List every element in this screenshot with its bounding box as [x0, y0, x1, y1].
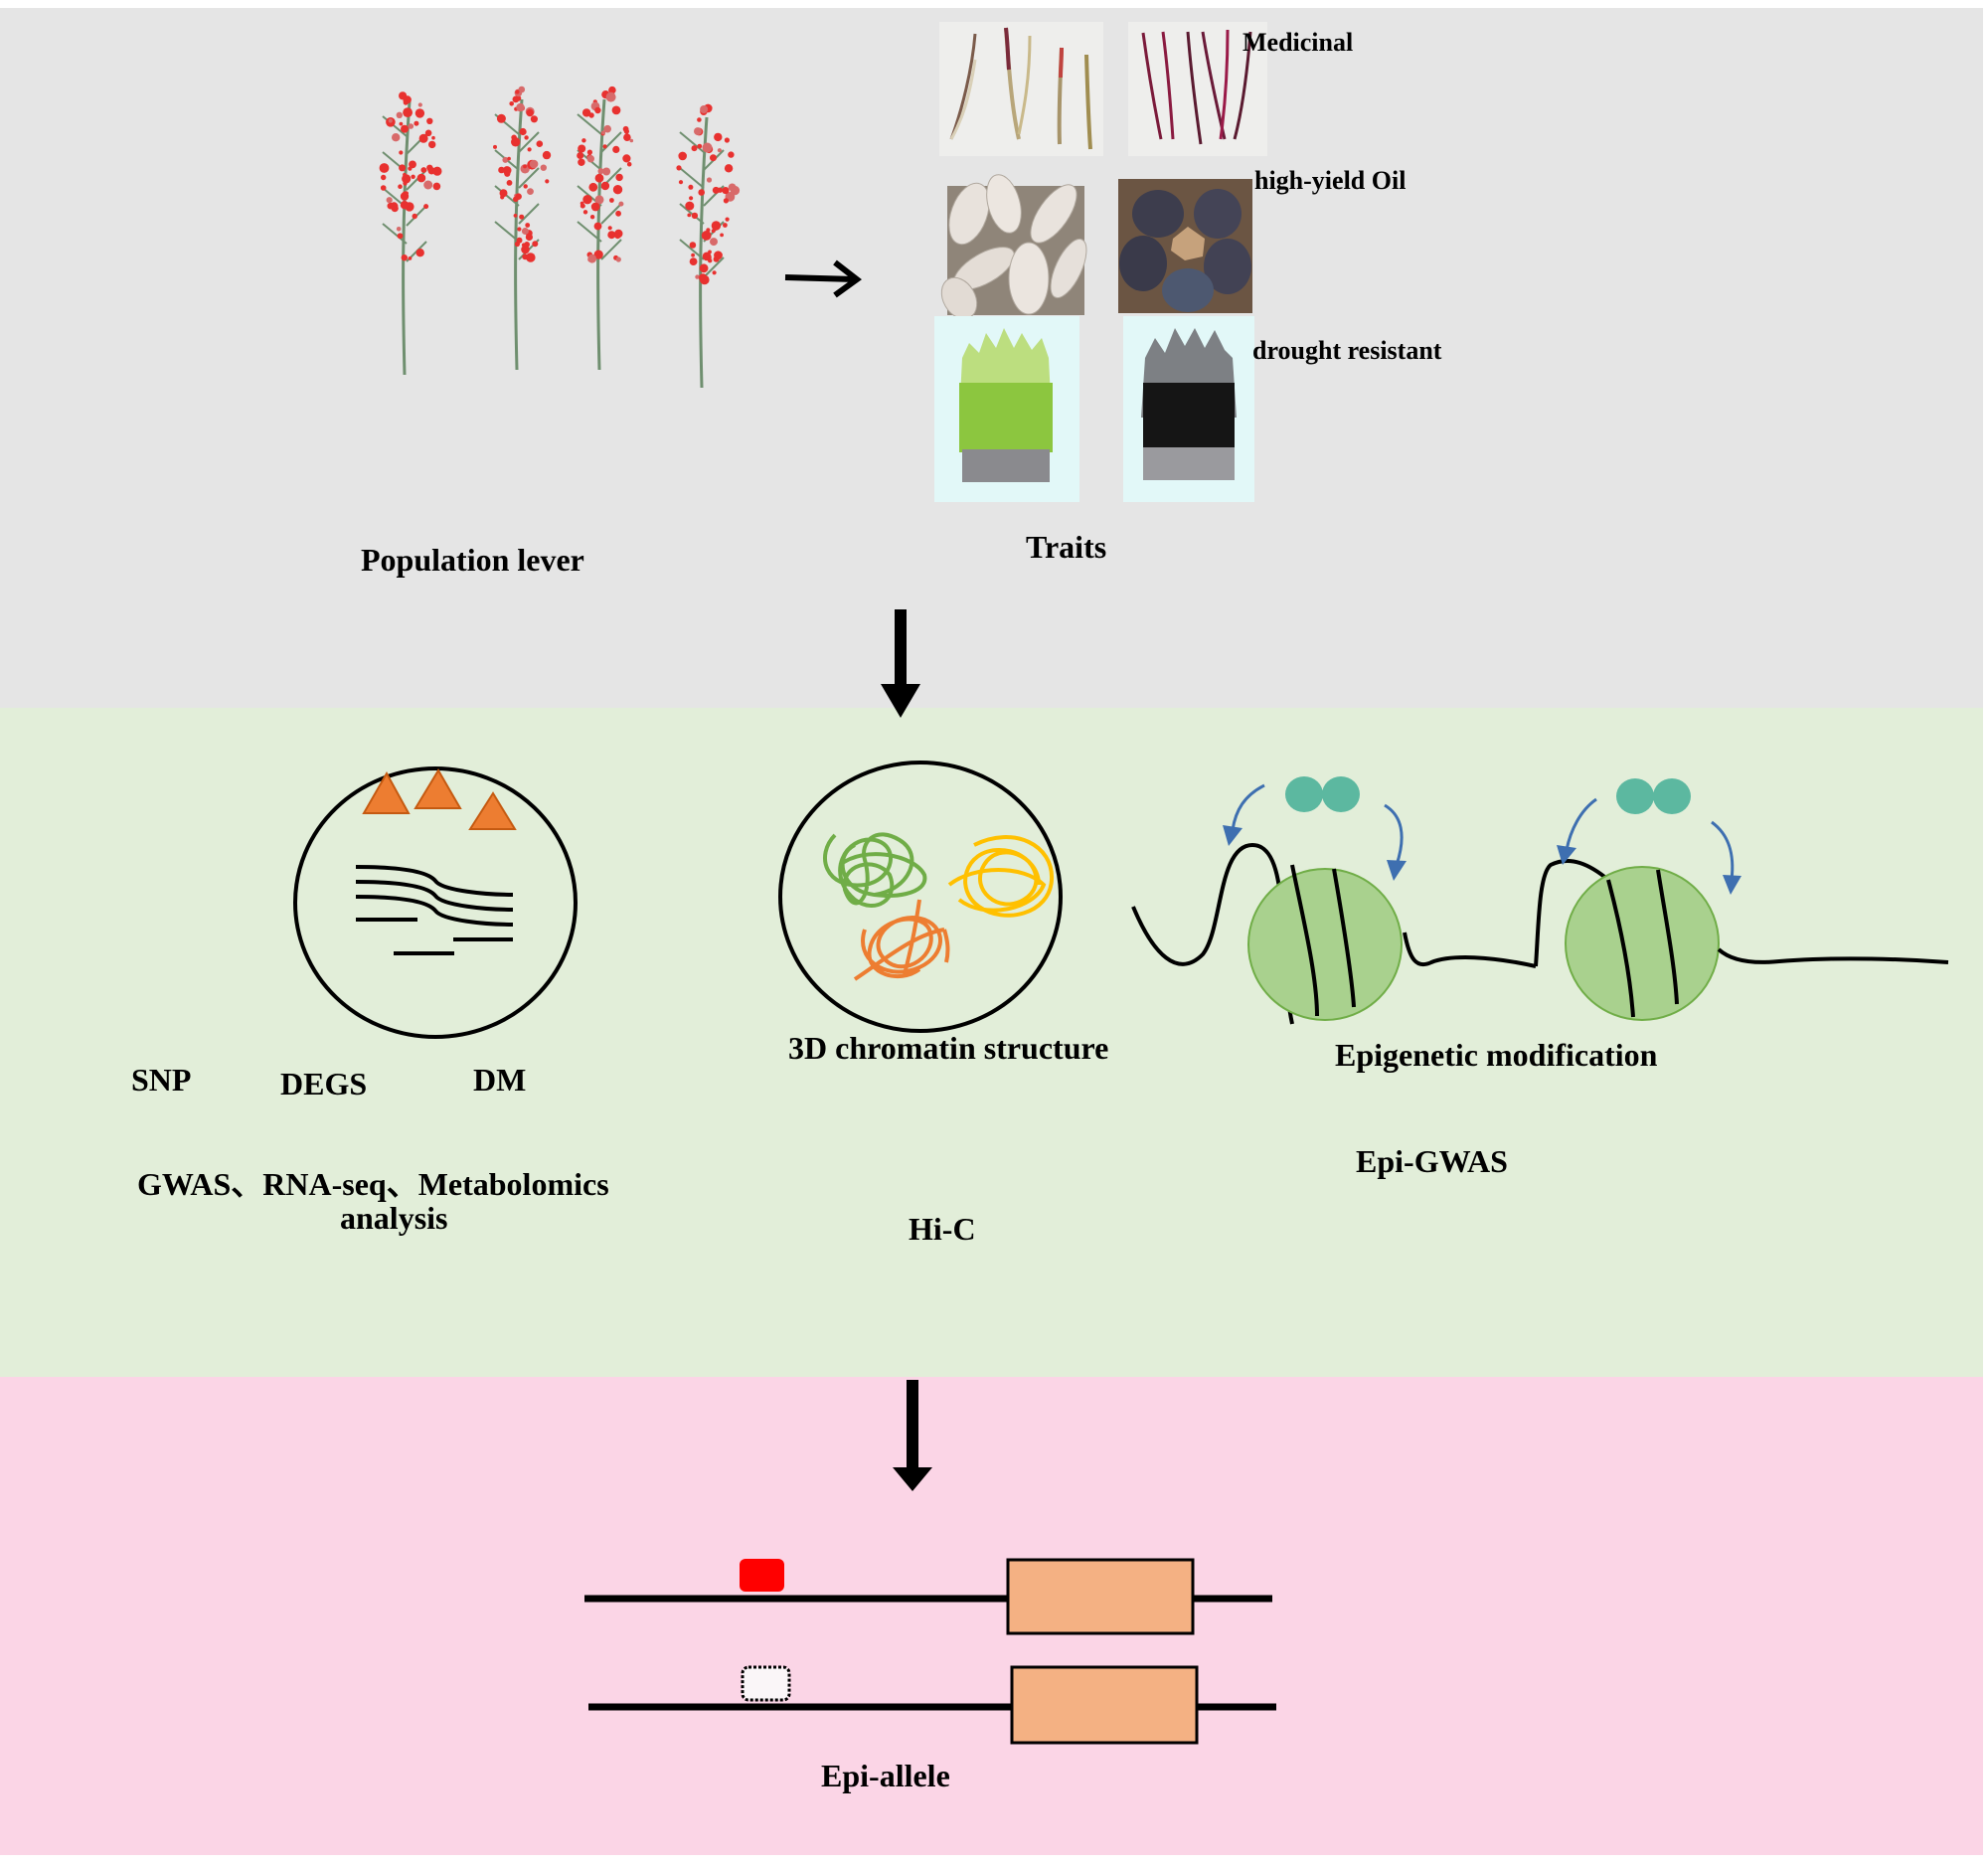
- curved-arrow-icon: [1231, 783, 1265, 831]
- curved-arrow-icon: [1384, 803, 1404, 866]
- snp-triangle-icon: [414, 768, 462, 809]
- methylation-mark-icon: [740, 1559, 784, 1592]
- modifier-dot-icon: [1616, 778, 1654, 814]
- curved-arrow-icon: [1565, 797, 1597, 851]
- hic-label: Hi-C: [909, 1211, 976, 1247]
- snp-triangle-icon: [468, 791, 517, 830]
- gene-box: [1006, 1558, 1195, 1635]
- trait-medicinal-label: Medicinal: [1242, 28, 1354, 57]
- epi-allele-title: Epi-allele: [821, 1758, 950, 1793]
- epigenetic-title: Epigenetic modification: [1335, 1037, 1658, 1073]
- omics-cell-diagram: [293, 766, 578, 1039]
- plant-population: [379, 85, 741, 389]
- modifier-dot-icon: [1653, 778, 1691, 814]
- down-arrow-icon: [881, 609, 920, 718]
- pale-roots-photo: [939, 22, 1103, 156]
- omics-methods-label: GWAS、RNA-seq、Metabolomics: [137, 1166, 609, 1202]
- epi-gwas-label: Epi-GWAS: [1356, 1143, 1508, 1179]
- down-arrow-icon: [893, 1380, 932, 1491]
- nucleosome-icon: [1565, 866, 1720, 1021]
- plant-icon: [379, 91, 442, 376]
- plant-icon: [676, 103, 741, 389]
- plant-icon: [493, 85, 552, 371]
- black-grass-pot: [1123, 316, 1254, 502]
- marker-degs-label: DEGS: [280, 1066, 368, 1102]
- plant-icon: [577, 85, 634, 371]
- chromatin-territory-orange: [853, 899, 950, 981]
- white-seeds-photo: [940, 174, 1087, 320]
- unmethylated-allele: [588, 1665, 1276, 1745]
- traits-label: Traits: [1026, 529, 1107, 565]
- dark-seeds-in-pod-photo: [1118, 179, 1252, 313]
- trait-drought-label: drought resistant: [1252, 336, 1442, 365]
- omics-methods-label-cont: analysis: [340, 1200, 448, 1236]
- epi-allele-panel: [0, 1377, 1983, 1855]
- chromatin-territory-yellow: [947, 835, 1055, 918]
- population-label: Population lever: [361, 542, 584, 578]
- gene-box: [1010, 1665, 1199, 1745]
- right-arrow-icon: [784, 259, 863, 298]
- epigenetic-nucleosome-diagram: [1131, 776, 1949, 1025]
- chromatin-nucleus-diagram: [778, 761, 1063, 1033]
- methylated-allele: [584, 1558, 1272, 1635]
- modifier-dot-icon: [1322, 776, 1360, 812]
- trait-oil-label: high-yield Oil: [1254, 166, 1407, 195]
- chromatin-title: 3D chromatin structure: [788, 1030, 1109, 1066]
- curved-arrow-icon: [1711, 820, 1735, 881]
- chromatin-territory-green: [823, 832, 927, 908]
- modifier-dot-icon: [1285, 776, 1323, 812]
- snp-triangle-icon: [362, 770, 411, 814]
- marker-dm-label: DM: [473, 1062, 527, 1098]
- nucleosome-icon: [1247, 868, 1403, 1021]
- unmethylated-mark-icon: [741, 1665, 791, 1702]
- green-grass-pot: [934, 316, 1079, 502]
- marker-snp-label: SNP: [131, 1062, 192, 1098]
- purple-roots-photo: [1128, 22, 1267, 156]
- omics-analysis-panel: [0, 708, 1983, 1377]
